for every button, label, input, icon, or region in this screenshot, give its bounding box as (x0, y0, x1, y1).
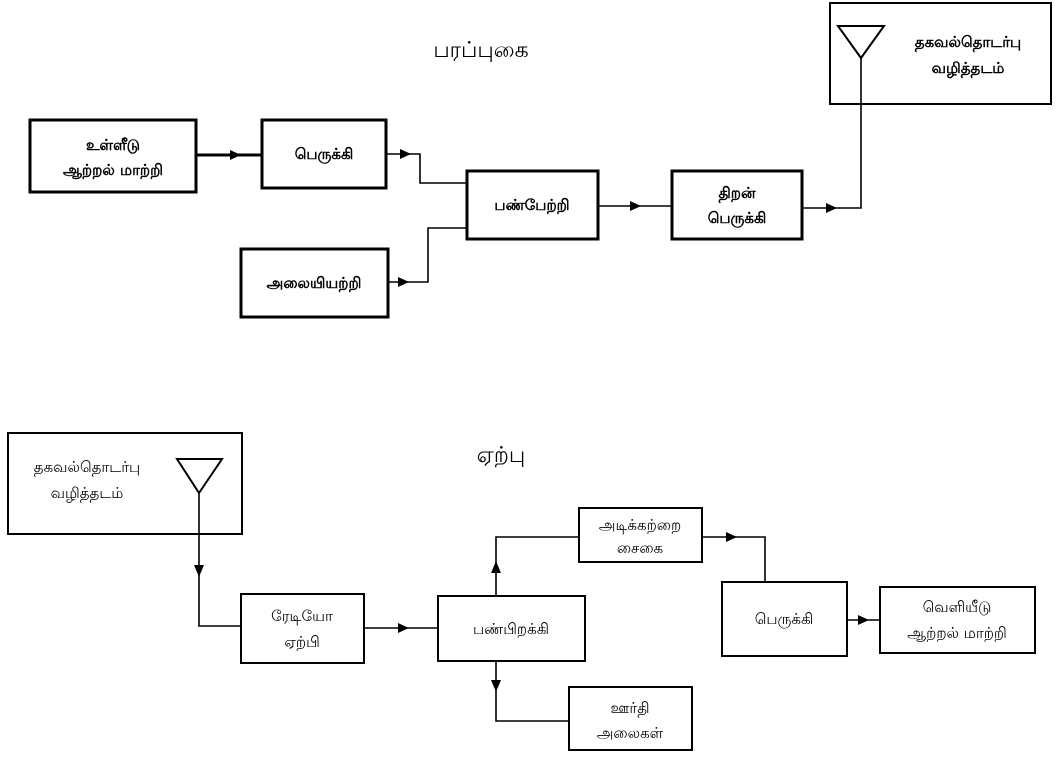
radio-receiver-line2: ஏற்பி (284, 633, 320, 651)
receiver-connectors (194, 493, 880, 722)
oscillator-block: அலையியற்றி (239, 247, 390, 319)
output-transducer-line1: வெளியீடு (923, 598, 992, 616)
oscillator-label: அலையியற்றி (267, 274, 362, 292)
transmitter-connectors (196, 58, 862, 287)
output-transducer-block: வெளியீடு ஆற்றல் மாற்றி (879, 586, 1036, 654)
input-transducer-block: உள்ளீடு ஆற்றல் மாற்றி (28, 118, 198, 194)
carrier-waves-line1: ஊர்தி (610, 699, 649, 717)
rx-amplifier-block: பெருக்கி (721, 581, 848, 657)
modulator-label: பண்பேற்றி (494, 196, 569, 214)
rx-channel-line2: வழித்தடம் (51, 484, 124, 502)
carrier-waves-block: ஊர்தி அலைகள் (568, 686, 693, 751)
rx-channel-block: தகவல்தொடர்பு வழித்தடம் (7, 432, 243, 535)
input-transducer-line2: ஆற்றல் மாற்றி (63, 161, 163, 179)
amplifier-block: பெருக்கி (260, 118, 388, 190)
transmitter-section: பரப்புகை உள்ளீடு ஆற்றல் மாற்றி பெருக்கி … (28, 2, 1052, 319)
carrier-waves-line2: அலைகள் (597, 724, 664, 742)
baseband-signal-block: அடிக்கற்றை சைகை (578, 507, 703, 563)
modulator-block: பண்பேற்றி (465, 169, 600, 241)
baseband-signal-line1: அடிக்கற்றை (599, 516, 681, 534)
receiver-title: ஏற்பு (477, 443, 525, 468)
transmitter-title: பரப்புகை (433, 38, 528, 63)
amplifier-label: பெருக்கி (295, 145, 354, 164)
receiver-section: ஏற்பு தகவல்தொடர்பு வழித்தடம் ரேடியோ ஏற்ப… (7, 432, 1036, 751)
rx-antenna-icon (175, 458, 224, 495)
tx-channel-block: தகவல்தொடர்பு வழித்தடம் (829, 2, 1052, 105)
tx-channel-line2: வழித்தடம் (932, 59, 1005, 78)
demodulator-label: பண்பிறக்கி (473, 620, 549, 638)
power-amplifier-line2: பெருக்கி (708, 209, 767, 228)
power-amplifier-line1: திறன் (718, 184, 756, 203)
radio-receiver-line1: ரேடியோ (271, 607, 333, 625)
power-amplifier-block: திறன் பெருக்கி (670, 169, 804, 241)
input-transducer-line1: உள்ளீடு (86, 136, 140, 154)
tx-antenna-icon (836, 25, 886, 60)
demodulator-block: பண்பிறக்கி (437, 595, 586, 662)
tx-channel-line1: தகவல்தொடர்பு (915, 33, 1021, 52)
output-transducer-line2: ஆற்றல் மாற்றி (907, 624, 1007, 642)
rx-amplifier-label: பெருக்கி (755, 610, 814, 628)
radio-receiver-block: ரேடியோ ஏற்பி (240, 593, 365, 664)
rx-channel-line1: தகவல்தொடர்பு (34, 458, 140, 476)
baseband-signal-line2: சைகை (617, 539, 663, 557)
